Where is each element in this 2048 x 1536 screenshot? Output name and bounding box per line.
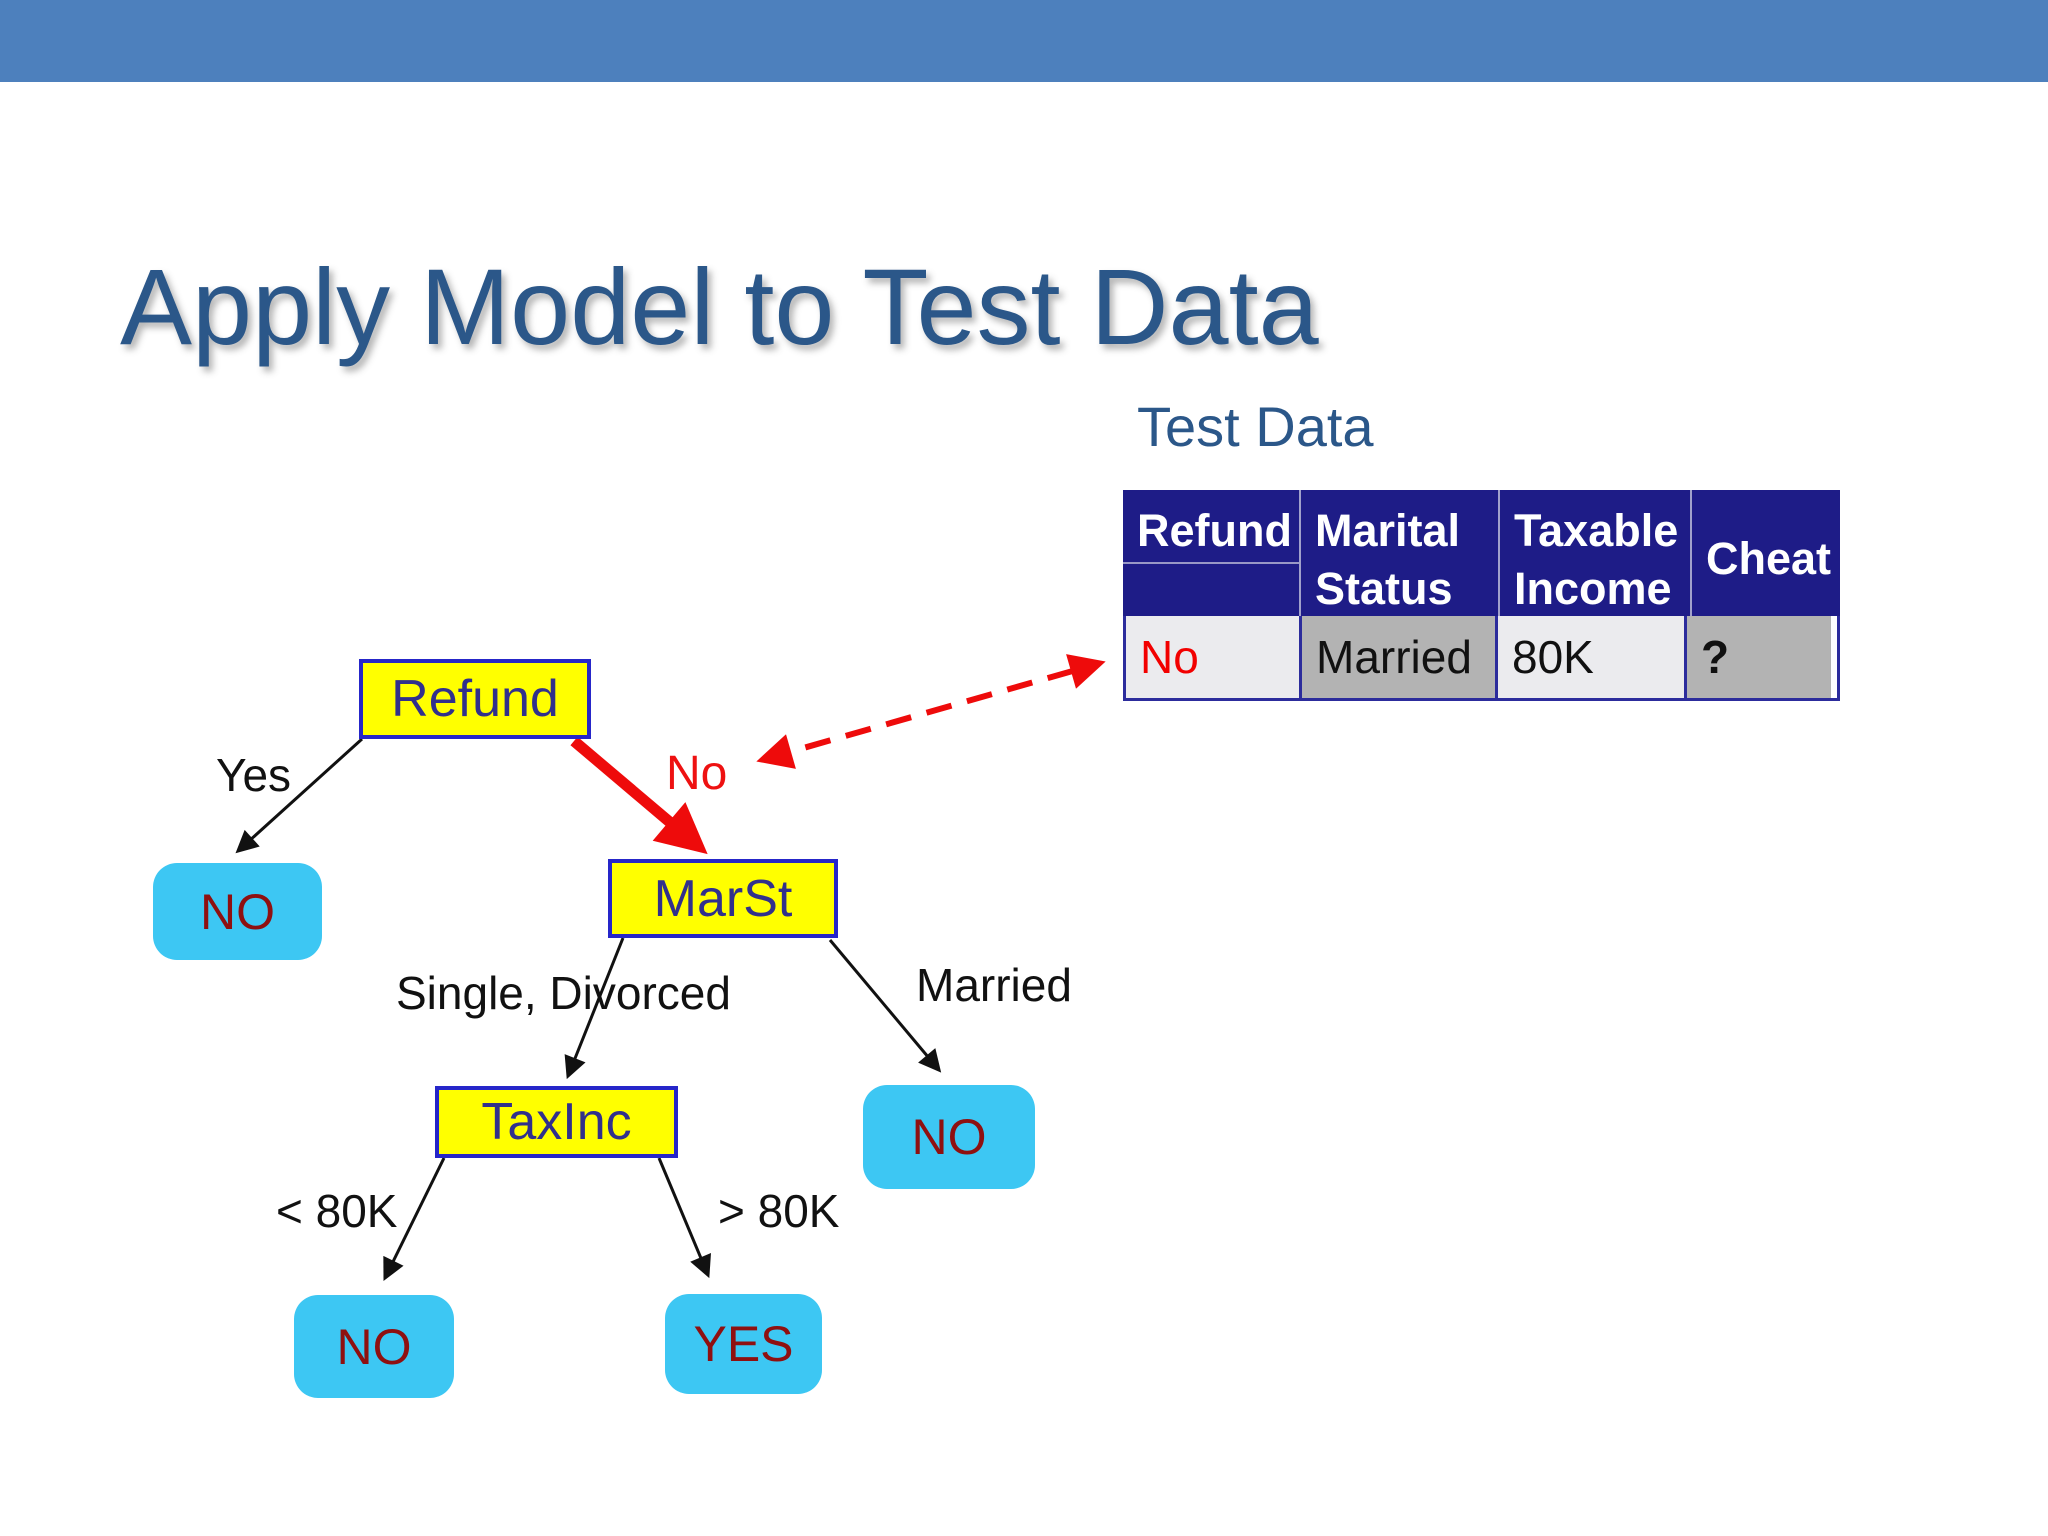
tree-node-refund-label: Refund xyxy=(391,670,559,728)
edge-refund-no-trace-arrow xyxy=(570,736,708,855)
edge-taxinc-gt80k-line xyxy=(657,1157,711,1279)
header-cell-cheat: Cheat xyxy=(1690,490,1840,616)
edge-taxinc-lt80k-line xyxy=(383,1157,446,1282)
tree-node-marst-label: MarSt xyxy=(653,869,793,928)
header-cell-taxable-income: Taxable Income xyxy=(1498,490,1690,616)
test-data-table-row: No Married 80K ? xyxy=(1123,616,1840,701)
leaf-node-married-no: NO xyxy=(863,1085,1035,1189)
test-data-table-header: Refund Marital Status Taxable Income Che… xyxy=(1123,490,1840,616)
page-title: Apply Model to Test Data xyxy=(120,246,1319,368)
tree-node-taxinc-label: TaxInc xyxy=(481,1093,632,1151)
edge-label-single-divorced: Single, Divorced xyxy=(396,967,731,1019)
tree-node-taxinc: TaxInc xyxy=(435,1086,678,1158)
header-cell-marital-status: Marital Status xyxy=(1299,490,1498,616)
edge-refund-yes-line xyxy=(235,737,364,854)
tree-node-marst: MarSt xyxy=(608,859,838,938)
edge-label-lt-80k: < 80K xyxy=(276,1185,398,1237)
leaf-node-gt80k-yes: YES xyxy=(665,1294,822,1394)
edge-label-married: Married xyxy=(916,959,1072,1011)
edge-marst-single-divorced-line xyxy=(564,937,625,1080)
slide-accent-bar xyxy=(0,0,2048,82)
header-cell-refund: Refund xyxy=(1137,505,1292,556)
test-data-table: Refund Marital Status Taxable Income Che… xyxy=(1123,490,1840,701)
cell-marital-status-value: Married xyxy=(1299,616,1495,698)
edge-label-yes: Yes xyxy=(216,749,292,801)
cell-refund-value: No xyxy=(1126,616,1299,698)
tree-node-refund: Refund xyxy=(359,659,591,739)
test-record-trace-dashed-arrow xyxy=(756,654,1106,769)
leaf-node-gt80k-yes-label: YES xyxy=(693,1316,794,1372)
cell-taxable-income-value: 80K xyxy=(1495,616,1684,698)
leaf-node-married-no-label: NO xyxy=(911,1109,987,1165)
cell-cheat-value: ? xyxy=(1684,616,1831,698)
edge-label-gt-80k: > 80K xyxy=(718,1185,840,1237)
leaf-node-lt80k-no-label: NO xyxy=(336,1318,412,1375)
edge-marst-married-line xyxy=(828,939,942,1073)
leaf-node-lt80k-no: NO xyxy=(294,1295,454,1398)
edge-label-no: No xyxy=(666,747,728,800)
test-data-heading: Test Data xyxy=(1137,395,1374,458)
leaf-node-refund-yes-no: NO xyxy=(153,863,322,960)
leaf-node-refund-yes-no-label: NO xyxy=(200,883,275,940)
header-gridline xyxy=(1123,562,1299,564)
